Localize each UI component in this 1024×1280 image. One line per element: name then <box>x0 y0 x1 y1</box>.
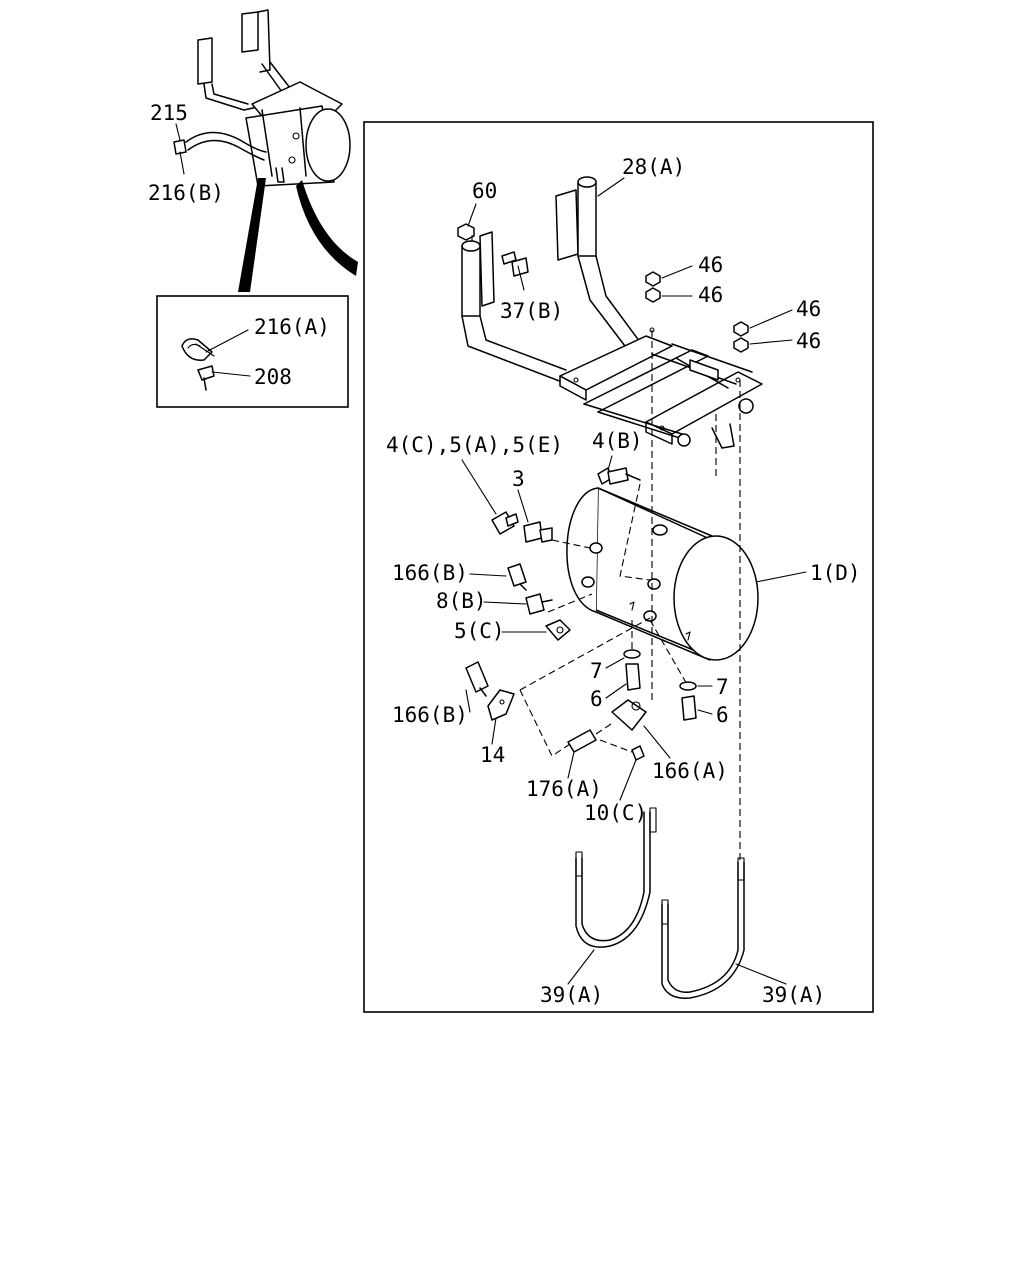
ubolt-39a-right <box>661 857 745 999</box>
overview-assembly <box>173 9 358 292</box>
callout-60: 60 <box>472 179 497 203</box>
callout-46-3: 46 <box>796 297 821 321</box>
callout-39a-right: 39(A) <box>762 983 825 1007</box>
callout-46-4: 46 <box>796 329 821 353</box>
callout-4b: 4(B) <box>592 429 643 453</box>
callout-8b: 8(B) <box>436 589 487 613</box>
callout-3: 3 <box>512 467 525 491</box>
tee-8b <box>525 593 553 615</box>
crossmember <box>559 327 763 449</box>
ubolt-39a-left <box>575 807 657 948</box>
callout-4c-5a-5e: 4(C),5(A),5(E) <box>386 433 563 457</box>
air-tank <box>566 487 759 661</box>
valve-166b-upper <box>507 563 527 591</box>
callout-1d: 1(D) <box>810 561 861 585</box>
callout-166a: 166(A) <box>652 759 728 783</box>
callout-215: 215 <box>150 101 188 125</box>
bolt-37b <box>501 251 529 277</box>
callout-7-right: 7 <box>716 675 729 699</box>
leader-lines <box>175 123 807 985</box>
fitting-4c <box>491 511 519 535</box>
callout-5c: 5(C) <box>454 619 505 643</box>
callout-37b: 37(B) <box>500 299 563 323</box>
nuts-46 <box>645 271 749 353</box>
fitting-3 <box>523 521 553 543</box>
callout-176a: 176(A) <box>526 777 602 801</box>
connector-176a <box>567 729 597 753</box>
callout-labels: 215 216(B) 216(A) 208 60 28(A) 37(B) 46 … <box>148 101 861 1007</box>
elbow-5c <box>545 619 571 641</box>
main-frame-box <box>363 121 874 1013</box>
assembly-lines <box>471 232 741 860</box>
callout-166b-lower: 166(B) <box>392 703 468 727</box>
nut-60 <box>457 223 475 241</box>
callout-10c: 10(C) <box>584 801 647 825</box>
bolt-208 <box>197 365 215 391</box>
callout-208: 208 <box>254 365 292 389</box>
callout-216b: 216(B) <box>148 181 224 205</box>
callout-216a: 216(A) <box>254 315 330 339</box>
fitting-10c <box>631 745 645 761</box>
bracket-left <box>461 231 567 383</box>
callout-166b-upper: 166(B) <box>392 561 468 585</box>
bracket-14 <box>487 689 515 721</box>
callout-7-left: 7 <box>590 659 603 683</box>
clip-216a <box>181 338 215 361</box>
callout-6-left: 6 <box>590 687 603 711</box>
bracket-28a <box>555 176 645 351</box>
callout-14: 14 <box>480 743 505 767</box>
callout-46-1: 46 <box>698 253 723 277</box>
inset-box <box>156 295 349 408</box>
callout-28a: 28(A) <box>622 155 685 179</box>
drain-6-7 <box>623 649 697 721</box>
callout-6-right: 6 <box>716 703 729 727</box>
valve-166b-lower <box>465 661 489 697</box>
callout-46-2: 46 <box>698 283 723 307</box>
valve-166a <box>611 699 647 731</box>
fitting-4b <box>597 467 641 485</box>
callout-39a-left: 39(A) <box>540 983 603 1007</box>
